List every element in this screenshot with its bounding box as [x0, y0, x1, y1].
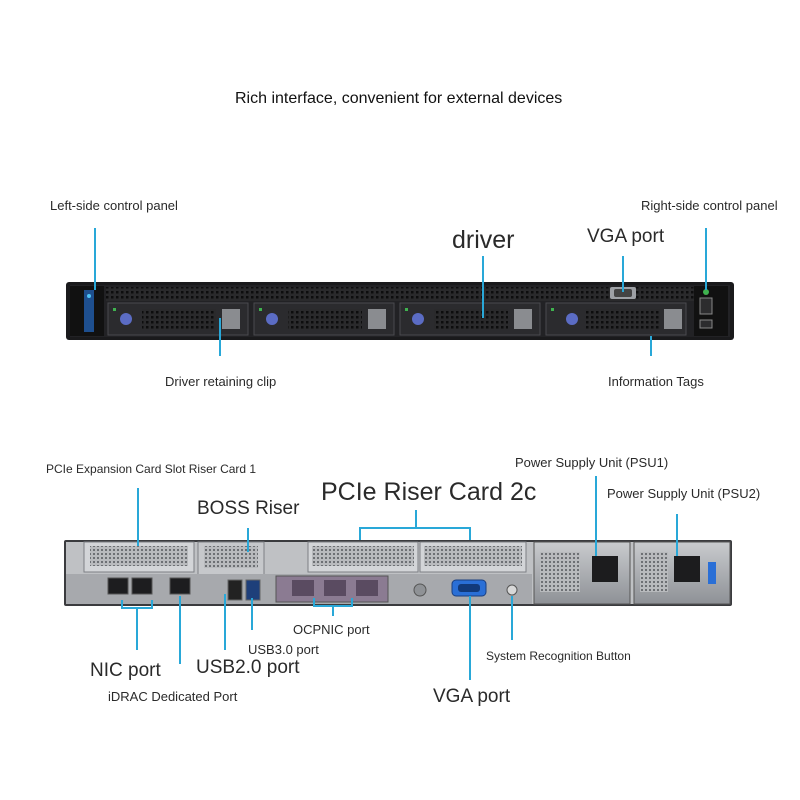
system-recognition-button-label: System Recognition Button [486, 649, 631, 663]
left-control-panel-label: Left-side control panel [50, 198, 178, 213]
rear-callouts [121, 476, 678, 680]
drive-bays [107, 302, 687, 336]
nic-port-label: NIC port [90, 660, 161, 681]
psu1-label: Power Supply Unit (PSU1) [515, 455, 669, 470]
front-vga-port-label: VGA port [587, 226, 665, 247]
page-title: Rich interface, convenient for external … [235, 90, 563, 107]
driver-retaining-clip-label: Driver retaining clip [165, 374, 277, 389]
nic-ports [107, 577, 191, 595]
rear-panel [64, 540, 732, 606]
front-callouts [94, 228, 707, 356]
ocpnic-port-label: OCPNIC port [293, 622, 370, 637]
boss-riser-label: BOSS Riser [197, 498, 300, 519]
idrac-port-label: iDRAC Dedicated Port [108, 689, 238, 704]
information-tags-label: Information Tags [608, 374, 704, 389]
psu2-label: Power Supply Unit (PSU2) [607, 486, 761, 501]
rear-vga-port-label: VGA port [433, 686, 511, 707]
usb3-port-label: USB3.0 port [248, 642, 319, 657]
driver-label: driver [452, 226, 515, 254]
pcie-riser-card-1-label: PCIe Expansion Card Slot Riser Card 1 [46, 462, 257, 476]
pcie-riser-card-2c-label: PCIe Riser Card 2c [321, 478, 537, 506]
right-control-panel-label: Right-side control panel [641, 198, 778, 213]
usb2-port-label: USB2.0 port [196, 657, 300, 678]
front-panel [66, 282, 734, 340]
